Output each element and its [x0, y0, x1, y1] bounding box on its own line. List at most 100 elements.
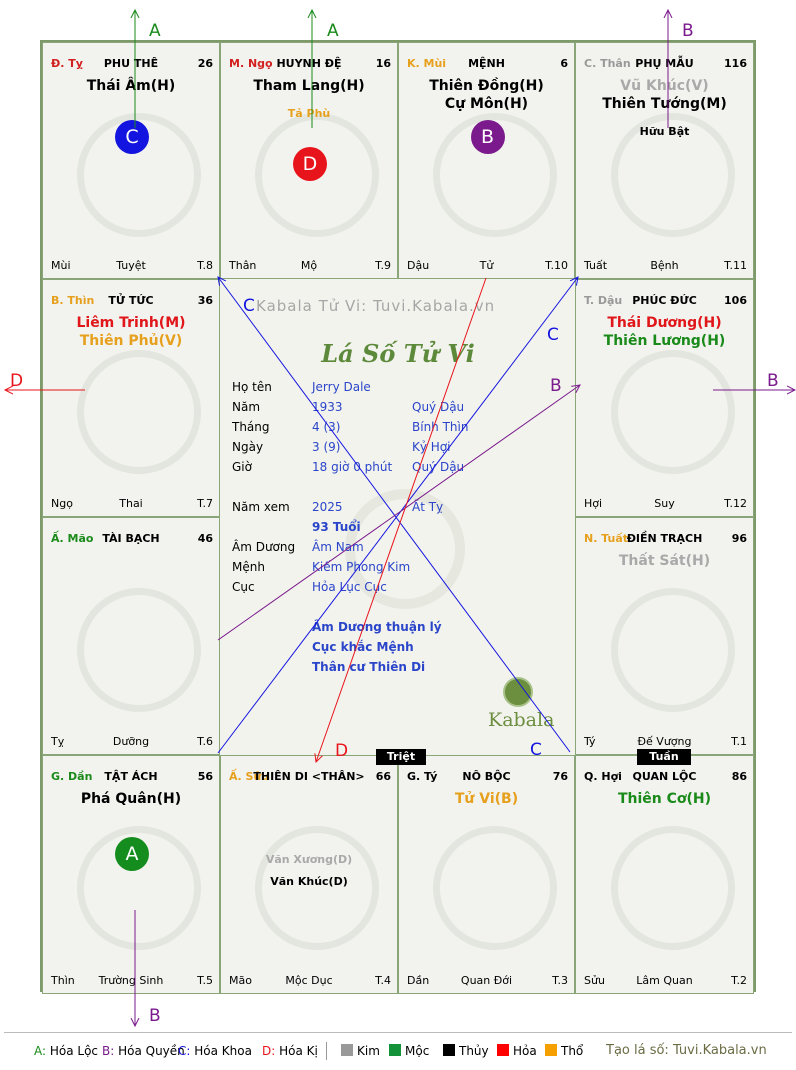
palace-age: T.5 [197, 974, 213, 987]
legend-key: D [262, 1044, 272, 1058]
palace-age: T.1 [731, 735, 747, 748]
palace-number: 16 [375, 57, 391, 70]
legend-divider-vertical [326, 1042, 327, 1060]
zodiac-watermark-icon [255, 113, 379, 237]
legend-transform-c: C: Hóa Khoa [178, 1044, 252, 1058]
palace-age: T.2 [731, 974, 747, 987]
main-star: Thái Âm(H) [86, 78, 176, 94]
info-value: Hỏa Lục Cục [312, 580, 387, 594]
zodiac-watermark-icon [610, 350, 735, 474]
palace-stem-branch: Q. Hợi [584, 770, 622, 783]
legend-text: Hóa Khoa [194, 1044, 252, 1058]
palace-number: 46 [197, 532, 213, 545]
legend-element: Hỏa [497, 1044, 537, 1058]
arrow-label: D [10, 371, 23, 391]
element-swatch [497, 1044, 509, 1056]
palace-number: 86 [731, 770, 747, 783]
palace-stage: Đế Vượng [637, 735, 692, 748]
site-link[interactable]: Tạo lá số: Tuvi.Kabala.vn [606, 1043, 767, 1058]
palace-number: 106 [724, 294, 747, 307]
legend-element-text: Mộc [405, 1044, 430, 1058]
info-extra: Ất Tỵ [412, 500, 444, 514]
transformation-badge-c: C [115, 120, 149, 154]
legend-colon: : [271, 1044, 280, 1058]
legend-text: Hóa Lộc [49, 1044, 99, 1058]
legend-text: Hóa Kị [279, 1044, 318, 1058]
kabala-tree-icon [503, 677, 533, 707]
zodiac-watermark-icon [610, 113, 735, 237]
legend-key: B [102, 1044, 111, 1058]
palace-name: PHỤ MẪU [635, 57, 694, 70]
palace-stage: Bệnh [650, 259, 679, 272]
zodiac-watermark-icon [77, 113, 201, 237]
legend-element: Thổ [545, 1044, 583, 1058]
arrow-label: A [327, 21, 339, 41]
palace-branch-footer: Dậu [407, 259, 430, 272]
palace-age: T.3 [552, 974, 568, 987]
palace-name: QUAN LỘC [632, 770, 697, 783]
palace-age: T.9 [375, 259, 391, 272]
minor-star: Văn Khúc(D) [270, 875, 348, 888]
palace-stem-branch: G. Tý [407, 770, 438, 783]
palace-name: PHU THÊ [103, 57, 159, 70]
palace-stem-branch: T. Dậu [584, 294, 623, 307]
palace-stem-branch: Ấ. Sửu [229, 770, 270, 783]
palace-number: 56 [197, 770, 213, 783]
main-star: Liêm Trinh(M) [76, 315, 186, 331]
palace-stage: Dưỡng [112, 735, 150, 748]
palace-stem-branch: M. Ngọ [229, 57, 273, 70]
legend-transform-b: B: Hóa Quyền [102, 1044, 185, 1058]
palace-number: 26 [197, 57, 213, 70]
palace-number: 6 [560, 57, 568, 70]
info-label: Ngày [232, 440, 264, 454]
main-star: Thiên Đồng(H) [429, 78, 544, 94]
main-star: Tham Lang(H) [253, 78, 365, 94]
palace-number: 76 [552, 770, 568, 783]
triet-badge: Triệt [376, 749, 426, 765]
info-value: Kiếm Phong Kim [312, 560, 411, 574]
transformation-badge-d: D [293, 147, 327, 181]
palace-branch-footer: Tý [584, 735, 596, 748]
legend-colon: : [186, 1044, 195, 1058]
info-extra: Quý Dậu [412, 400, 465, 414]
zodiac-watermark-icon [77, 350, 201, 474]
palace-branch-footer: Dần [407, 974, 430, 987]
element-swatch [341, 1044, 353, 1056]
legend-element-text: Kim [357, 1044, 380, 1058]
info-label: Năm xem [232, 500, 290, 514]
info-value: 3 (9) [312, 440, 341, 454]
palace-name: THIÊN DI <THÂN> [253, 770, 365, 783]
palace-branch-footer: Tuất [584, 259, 608, 272]
brand-logo: Kabala [488, 709, 555, 731]
palace-stem-branch: K. Mùi [407, 57, 447, 70]
palace-stage: Mộc Dục [285, 974, 333, 987]
palace-branch-footer: Sửu [584, 974, 605, 987]
legend-text: Hóa Quyền [118, 1044, 185, 1058]
palace-name: HUYNH ĐỆ [276, 57, 342, 70]
info-label: Họ tên [232, 380, 272, 394]
legend-key: C [178, 1044, 187, 1058]
palace-branch-footer: Hợi [584, 497, 603, 510]
zodiac-watermark-icon [432, 113, 557, 237]
palace-branch-footer: Thìn [51, 974, 75, 987]
tuan-badge: Tuần [637, 749, 691, 765]
legend-element-text: Thủy [459, 1044, 489, 1058]
info-value: 18 giờ 0 phút [312, 460, 393, 474]
palace-stem-branch: Ấ. Mão [51, 532, 94, 545]
info-extra: Bính Thìn [412, 420, 469, 434]
zodiac-watermark-icon [77, 826, 201, 950]
info-value: 4 (3) [312, 420, 341, 434]
